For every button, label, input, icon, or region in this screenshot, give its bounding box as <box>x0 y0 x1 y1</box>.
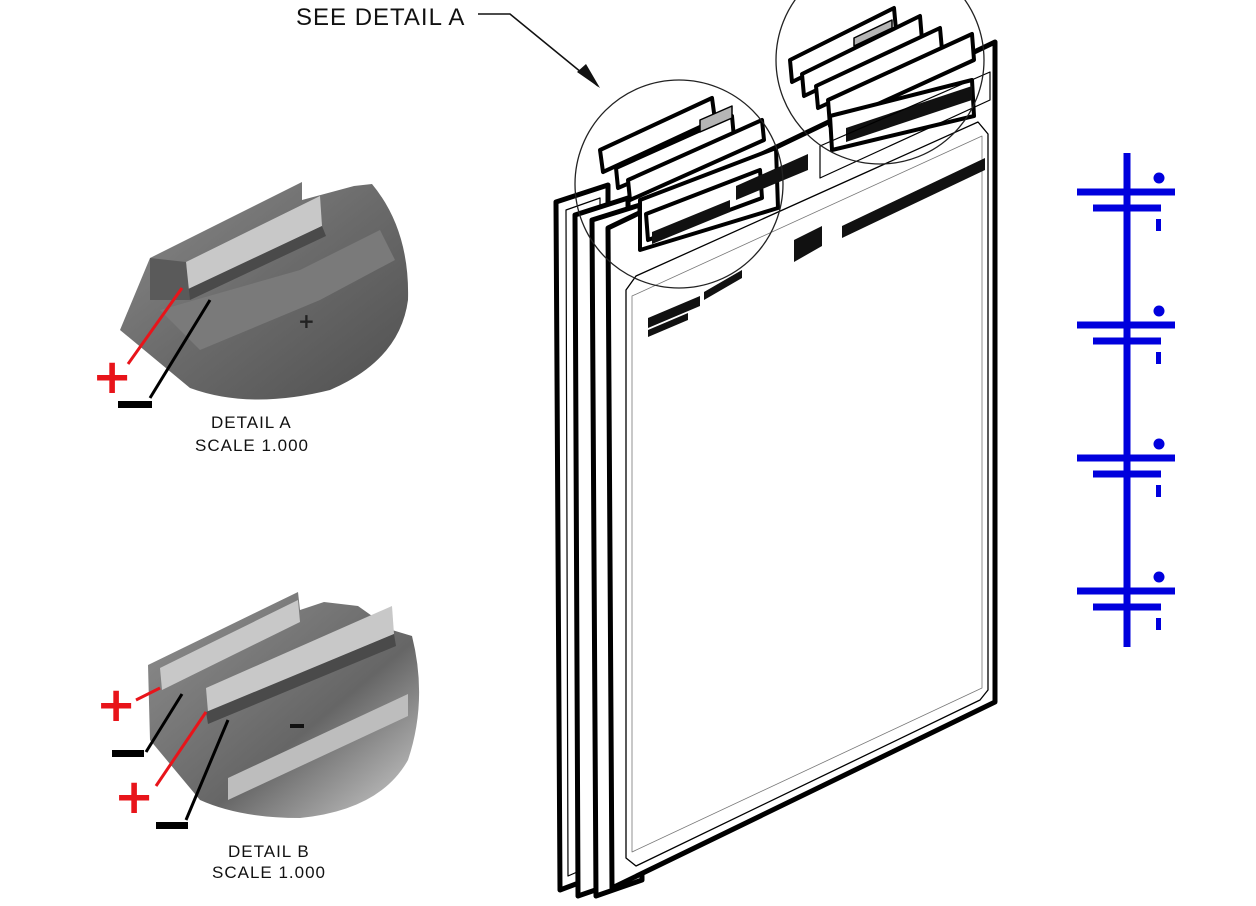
battery-schematic <box>1077 153 1175 647</box>
detail-b-minus-sign-2 <box>156 822 188 829</box>
detail-a-title: DETAIL A <box>211 413 292 432</box>
cell-positive-dot-1 <box>1153 172 1165 184</box>
detail-b-plus-sign-1: + <box>96 677 136 733</box>
detail-a-embossed-plus: + <box>298 309 315 333</box>
cell-negative-mark-3 <box>1156 485 1161 497</box>
cell-negative-mark-4 <box>1156 618 1161 630</box>
cell-positive-dot-4 <box>1153 571 1165 583</box>
detail-a-positive-pointer <box>126 287 184 365</box>
detail-b-plus-sign-2: + <box>114 769 154 825</box>
detail-b-title: DETAIL B <box>228 842 310 861</box>
detail-a-view: + + DETAIL A SCALE 1.000 <box>92 182 409 455</box>
cell-negative-mark-2 <box>1156 352 1161 364</box>
embossed-label-block <box>648 296 700 328</box>
detail-b-positive-pointer-2 <box>154 711 208 787</box>
cell-positive-dot-3 <box>1153 438 1165 450</box>
detail-b-negative-pointer-1 <box>144 693 184 753</box>
detail-b-circle <box>775 0 985 165</box>
pouch-cell-stack <box>553 0 998 899</box>
terminal-tabs-right <box>788 6 991 179</box>
detail-b-minus-sign-1 <box>112 750 144 757</box>
see-detail-a-label: SEE DETAIL A <box>296 4 465 31</box>
detail-b-embossed-minus <box>290 724 304 728</box>
detail-b-negative-pointer-2 <box>184 719 230 821</box>
cell-negative-mark-1 <box>1156 219 1161 231</box>
detail-a-scale: SCALE 1.000 <box>195 436 309 455</box>
cell-positive-dot-2 <box>1153 305 1165 317</box>
detail-b-view: + + DETAIL B SCALE 1.000 <box>96 592 420 882</box>
embossed-logo <box>794 226 822 262</box>
detail-a-negative-pointer <box>148 299 212 399</box>
detail-b-scale: SCALE 1.000 <box>212 863 326 882</box>
callout-leader-line <box>478 13 599 87</box>
detail-a-minus-sign <box>118 401 152 408</box>
terminal-tabs-left <box>598 96 808 252</box>
detail-a-circle <box>574 79 784 289</box>
callout-arrowhead <box>577 64 600 88</box>
detail-a-plus-sign: + <box>92 349 132 405</box>
detail-b-positive-pointer-1 <box>135 686 161 702</box>
